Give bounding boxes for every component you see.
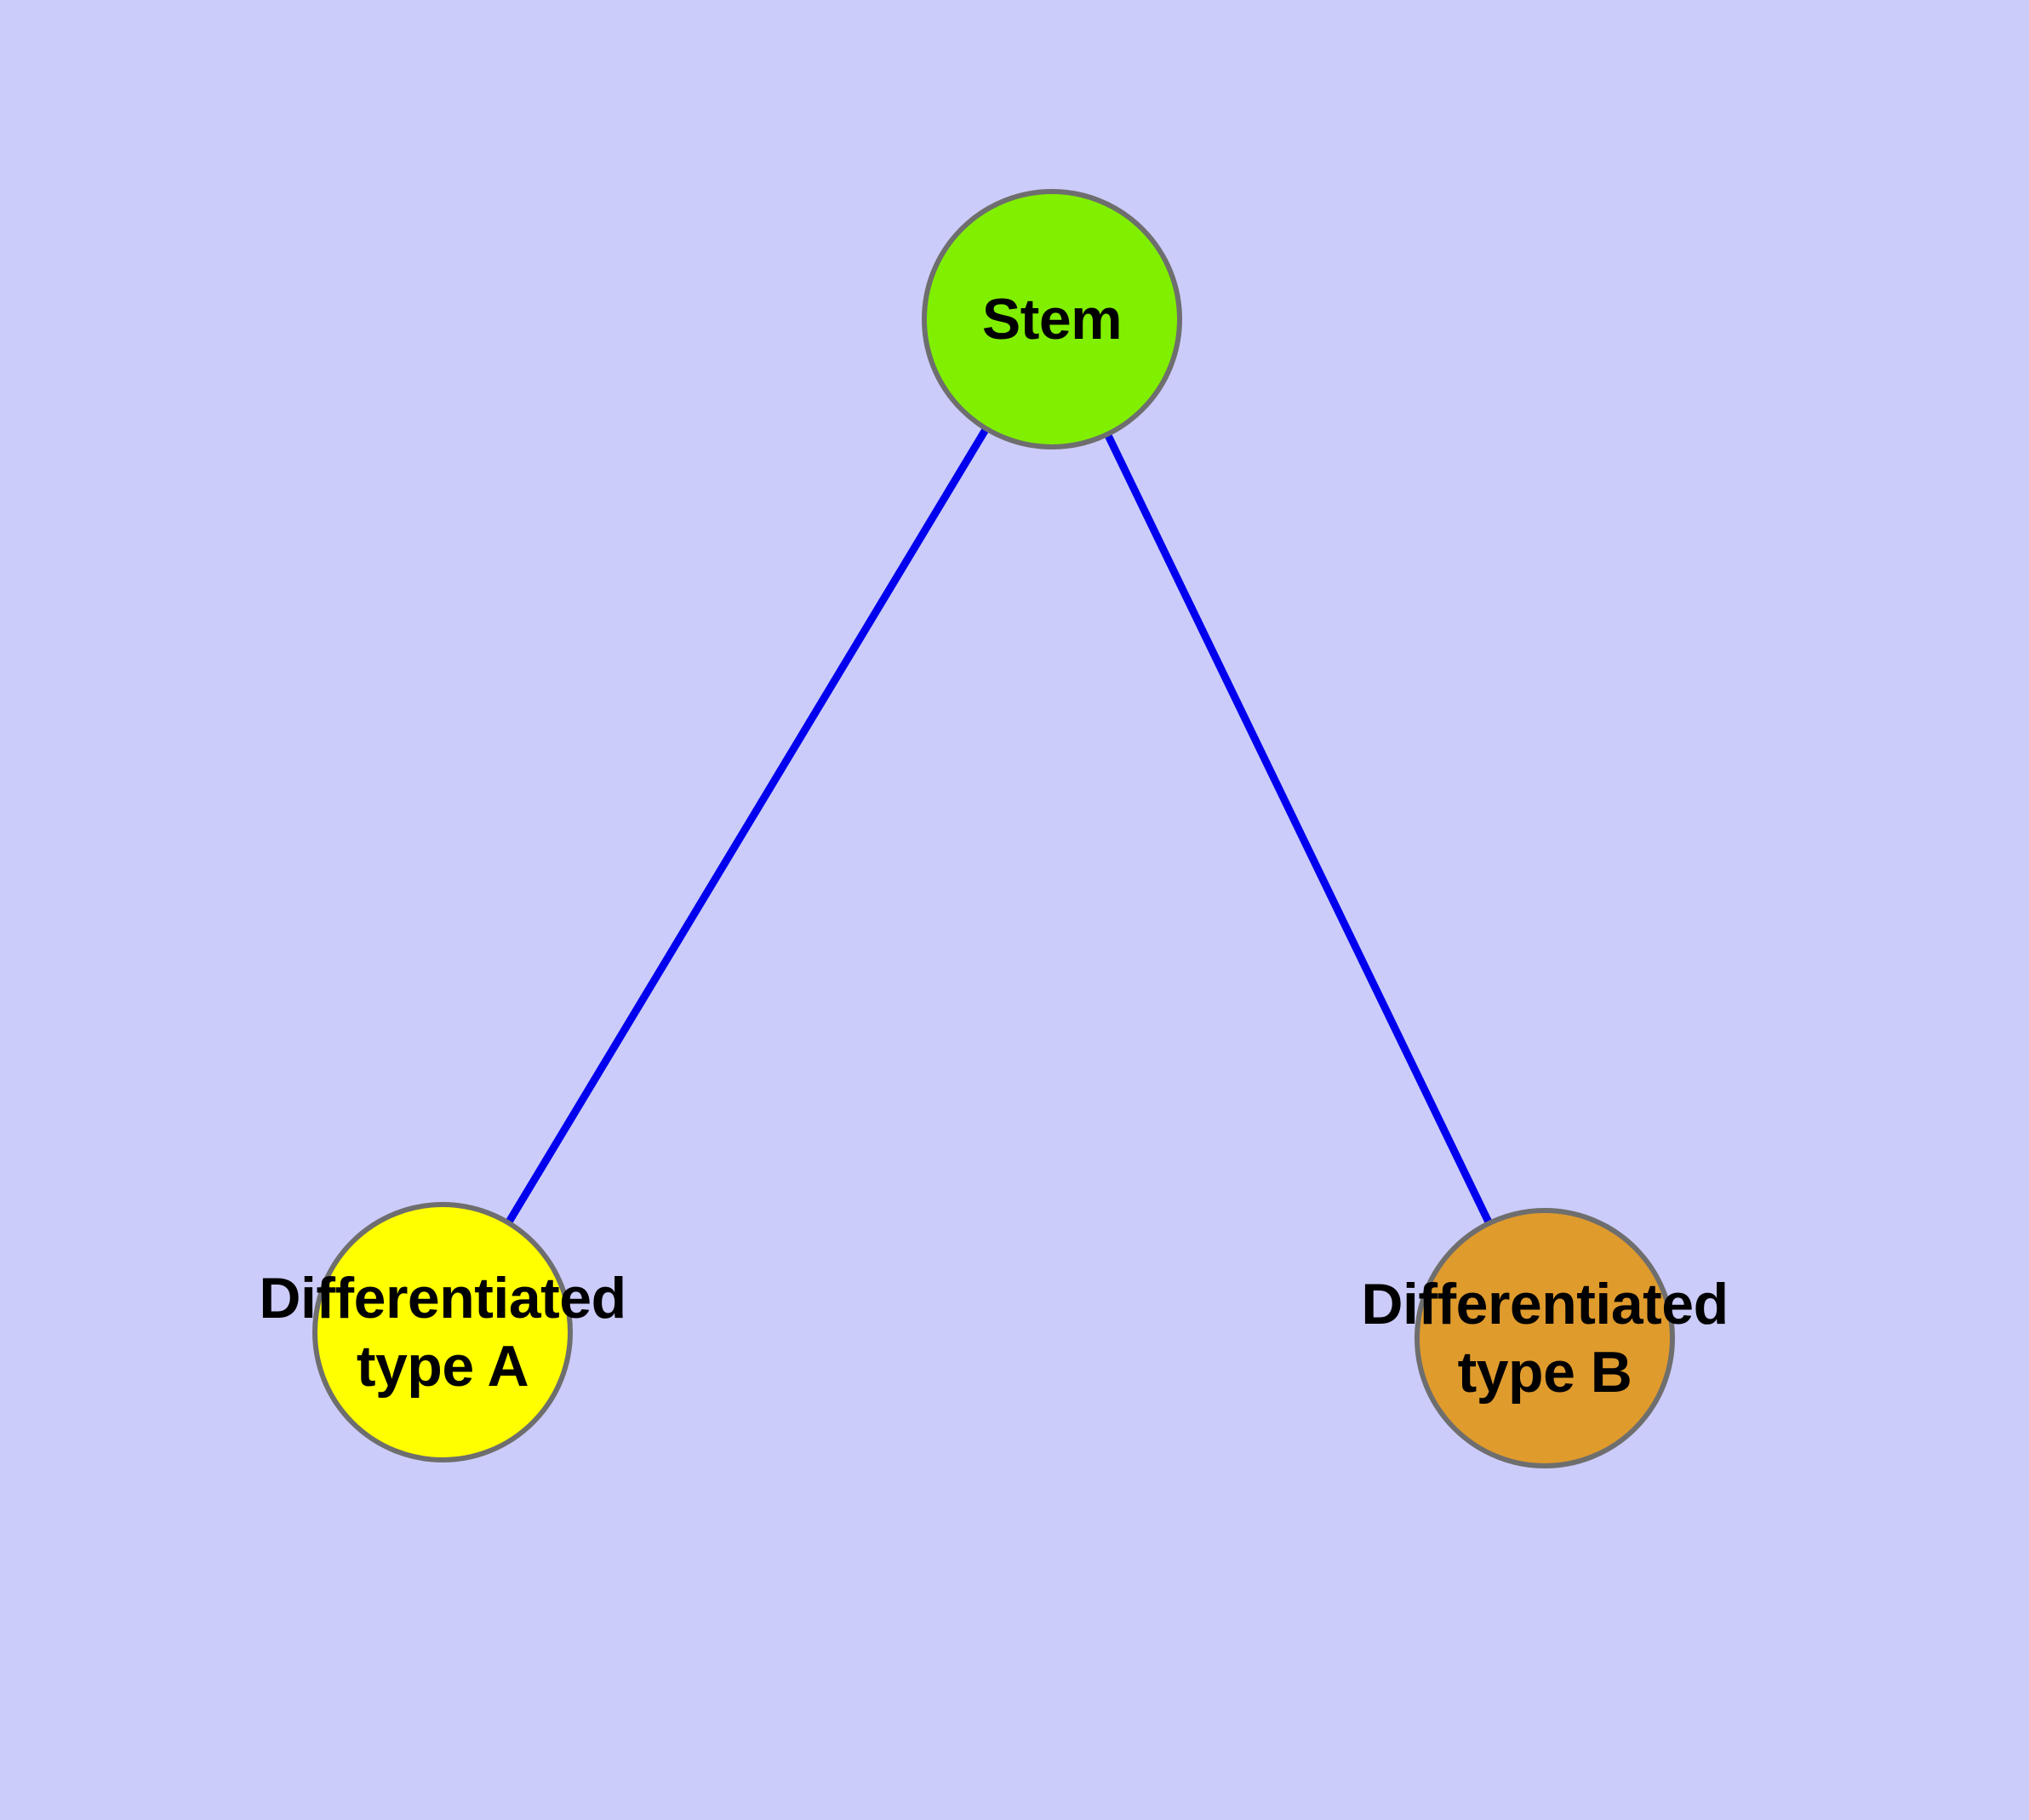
- graph-node-stem[interactable]: [922, 189, 1182, 449]
- node-layer: [312, 189, 1675, 1468]
- graph-edge[interactable]: [503, 424, 992, 1228]
- graph-node-diff_b[interactable]: [1415, 1208, 1675, 1468]
- graph-edge[interactable]: [1102, 430, 1495, 1228]
- edge-layer: [503, 424, 1495, 1228]
- graph-node-diff_a[interactable]: [312, 1202, 573, 1462]
